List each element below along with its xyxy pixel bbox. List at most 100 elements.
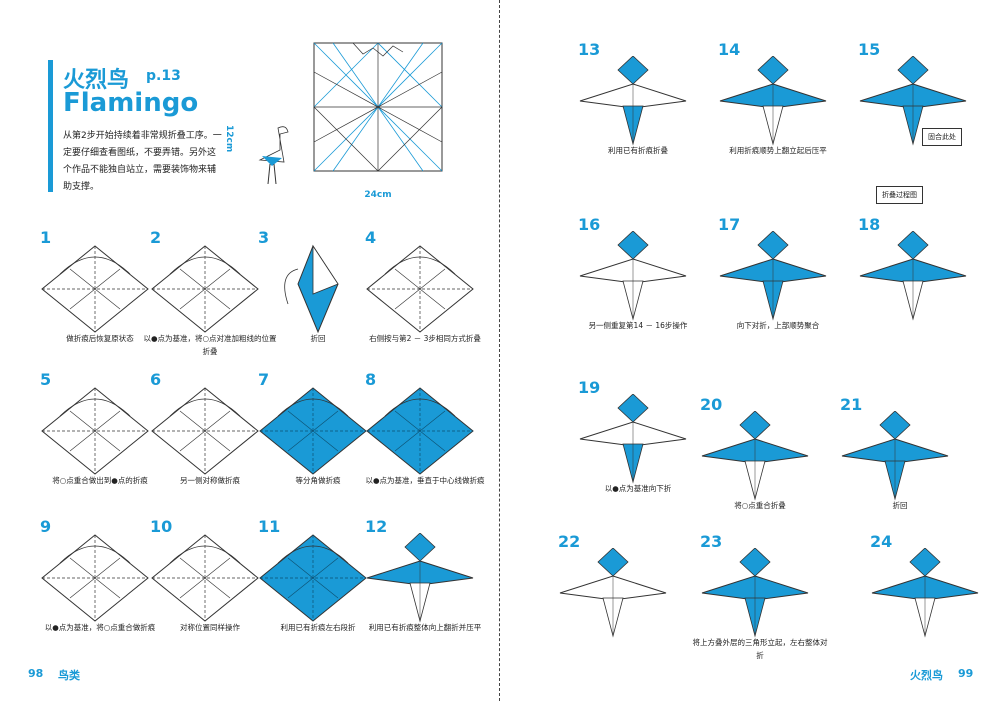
step-diagram: [41, 387, 149, 475]
page-divider: [499, 0, 500, 701]
step-diagram: [559, 548, 667, 638]
step-caption: 以●点为基准，将○点重合做折痕: [44, 623, 156, 632]
step-number: 19: [578, 378, 601, 397]
title-english: Flamingo: [63, 88, 199, 118]
step-17: 17 向下对折，上部顺势聚合: [718, 215, 838, 355]
step-diagram: [366, 533, 474, 623]
step-diagram: [871, 548, 979, 638]
footer-page-number-right: 99: [958, 667, 974, 680]
step-caption: 以●点为基准向下折: [604, 484, 672, 493]
step-caption: 折回: [310, 334, 326, 343]
step-number: 5: [40, 370, 52, 389]
step-diagram: [41, 245, 149, 333]
step-caption: 右侧按与第2 － 3步相同方式折叠: [369, 334, 481, 343]
step-number: 3: [258, 228, 270, 247]
footer-section-right: 火烈鸟: [910, 669, 943, 682]
step-diagram: [41, 534, 149, 622]
step-caption: 向下对折，上部顺势聚合: [736, 321, 820, 330]
step-diagram: [151, 534, 259, 622]
step-diagram: [151, 387, 259, 475]
step-diagram: [579, 56, 687, 146]
step-22: 22: [558, 532, 678, 672]
step-number: 7: [258, 370, 270, 389]
step-diagram: [719, 231, 827, 321]
step-18: 18: [858, 215, 978, 355]
step-diagram: [859, 231, 967, 321]
step-21: 21 折回: [840, 395, 960, 535]
step-19: 19 以●点为基准向下折: [578, 378, 698, 518]
step-number: 12: [365, 517, 388, 536]
title-page-ref: p.13: [146, 68, 181, 84]
step-diagram: [841, 411, 949, 501]
step-23: 23 将上方叠外层的三角形立起，左右整体对折: [693, 532, 828, 672]
step-15: 15: [858, 40, 978, 180]
step-diagram: [859, 56, 967, 146]
step-caption: 将上方叠外层的三角形立起，左右整体对折: [692, 638, 828, 660]
step-caption: 做折痕后恢复原状态: [66, 334, 134, 343]
flamingo-preview: [250, 122, 300, 190]
step-14: 14 利用折痕顺势上翻立起后压平: [718, 40, 838, 180]
step-diagram: [579, 231, 687, 321]
footer-section-left: 鸟类: [58, 669, 80, 682]
step-caption: 利用已有折痕左右段折: [280, 623, 356, 632]
step-number: 18: [858, 215, 881, 234]
width-dimension: 24cm: [364, 190, 392, 200]
step-caption: 另一侧对称做折痕: [180, 476, 240, 485]
step-diagram: [579, 394, 687, 484]
step-number: 17: [718, 215, 741, 234]
step-number: 21: [840, 395, 863, 414]
step-caption: 等分角做折痕: [295, 476, 341, 485]
step-diagram: [701, 411, 809, 501]
step-9: 9 以●点为基准，将○点重合做折痕: [40, 517, 160, 657]
step-caption: 利用已有折痕折叠: [608, 146, 668, 155]
step-caption: 以●点为基准，将○点对准加粗线的位置折叠: [143, 334, 277, 356]
step-number: 9: [40, 517, 52, 536]
step-12: 12 利用已有折痕整体向上翻折并压平: [365, 517, 485, 657]
step-number: 6: [150, 370, 162, 389]
footer-page-number-left: 98: [28, 667, 44, 680]
title-accent-bar: [48, 60, 53, 192]
step-diagram: [366, 245, 474, 333]
step-caption: 另一侧重复第14 － 16步操作: [588, 321, 688, 330]
step-caption: 将○点重合折叠: [734, 501, 786, 510]
step-number: 16: [578, 215, 601, 234]
step-3: 3 折回: [258, 228, 378, 368]
step-11: 11 利用已有折痕左右段折: [258, 517, 378, 657]
step-16: 16 另一侧重复第14 － 16步操作: [578, 215, 698, 355]
step-number: 23: [700, 532, 723, 551]
step-number: 4: [365, 228, 377, 247]
step-diagram: [259, 387, 367, 475]
step-7: 7 等分角做折痕: [258, 370, 378, 510]
step-number: 2: [150, 228, 162, 247]
step-caption: 利用已有折痕整体向上翻折并压平: [368, 623, 482, 632]
step-number: 20: [700, 395, 723, 414]
step-caption: 利用折痕顺势上翻立起后压平: [729, 146, 827, 155]
step-diagram: [151, 245, 259, 333]
step-caption: 对称位置同样操作: [180, 623, 240, 632]
step-number: 10: [150, 517, 173, 536]
step-diagram: [259, 534, 367, 622]
step-number: 14: [718, 40, 741, 59]
step-number: 8: [365, 370, 377, 389]
intro-text: 从第2步开始持续着非常规折叠工序。一定要仔细查看图纸，不要弄错。另外这个作品不能…: [63, 131, 222, 192]
step-diagram: [366, 387, 474, 475]
title-chinese: 火烈鸟: [63, 68, 130, 93]
step-number: 1: [40, 228, 52, 247]
step-number: 15: [858, 40, 881, 59]
step-number: 11: [258, 517, 281, 536]
height-dimension: 12cm: [224, 125, 234, 153]
step-caption: 将○点重合做出到●点的折痕: [52, 476, 148, 485]
step-2: 2 以●点为基准，将○点对准加粗线的位置折叠: [143, 228, 276, 368]
step-5: 5 将○点重合做出到●点的折痕: [40, 370, 160, 510]
step-6: 6 另一侧对称做折痕: [150, 370, 270, 510]
step-diagram: [719, 56, 827, 146]
step-diagram: [701, 548, 809, 638]
step-number: 22: [558, 532, 581, 551]
step-24: 24: [870, 532, 990, 672]
step-diagram: [284, 244, 339, 334]
step-caption: 折回: [892, 501, 908, 510]
step-20: 20 将○点重合折叠: [700, 395, 820, 535]
step-10: 10 对称位置同样操作: [150, 517, 270, 657]
